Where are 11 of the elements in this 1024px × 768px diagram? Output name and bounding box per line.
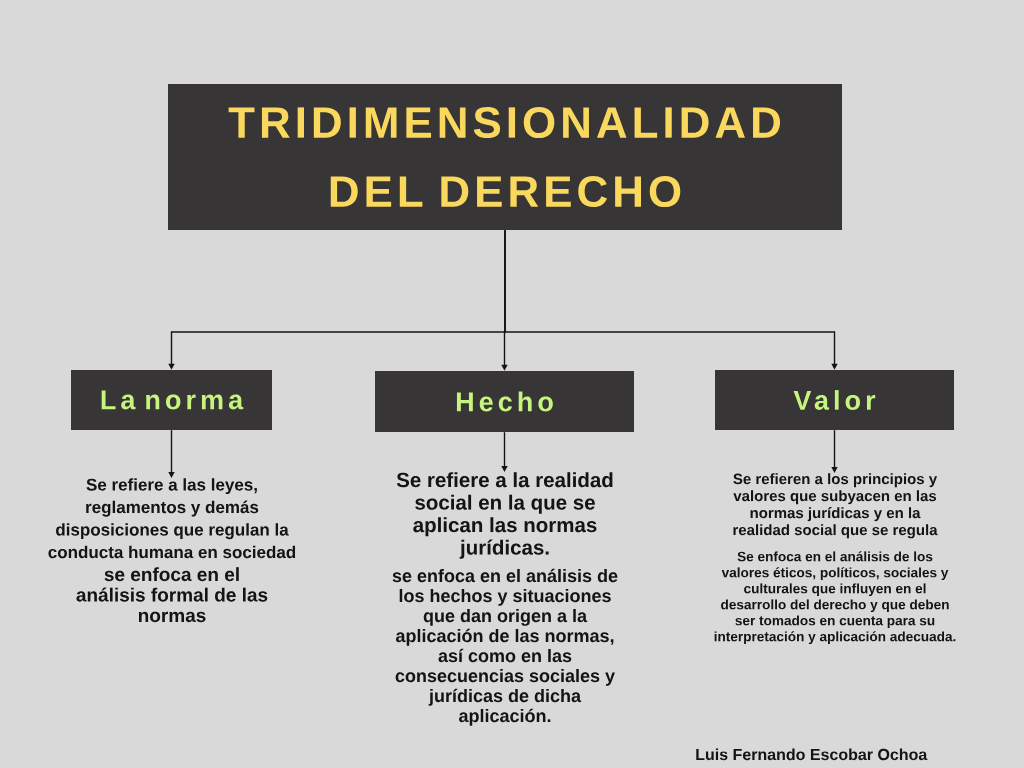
title-box: TRIDIMENSIONALIDAD DEL DERECHO <box>168 84 842 230</box>
header-box: La norma <box>71 370 272 430</box>
description-text: Se refiere a las leyes, reglamentos y demás disposiciones que regulan la conducta humana en sociedad se enfoca en el análisis formal de las normas <box>48 478 296 623</box>
header-box: Valor <box>715 370 954 430</box>
description-text: Se refieren a los principios y valores que subyacen en las normas jurídicas y en la realidad social que se regula Se enfoca en el análisis de los valores éticos, políticos, sociales y culturales que influyen en el desarrollo del derecho y que deben ser tomados en cuenta para su interpretación y aplicación adecuada. <box>714 473 956 645</box>
arrow <box>168 429 175 478</box>
arrow <box>831 429 838 473</box>
arrow <box>501 431 508 472</box>
author-credit: Luis Fernando Escobar Ochoa <box>696 748 928 761</box>
header-box: Hecho <box>375 371 634 432</box>
description-text: Se refiere a la realidad social en la que se aplican las normas jurídicas. se enfoca en el análisis de los hechos y situaciones que dan origen a la aplicación de las normas, así como en las consecuencias sociales y jurídicas de dicha aplicación. <box>392 472 618 726</box>
